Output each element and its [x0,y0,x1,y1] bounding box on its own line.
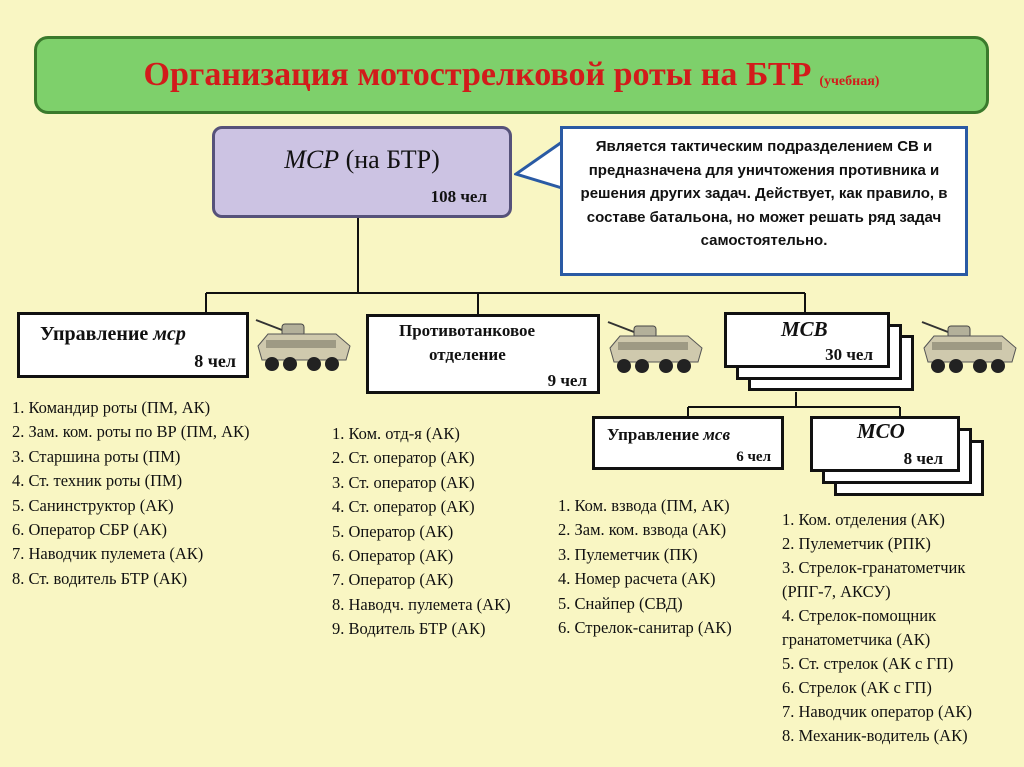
callout-description: Является тактическим подразделением СВ и… [560,126,968,276]
list-item: 6. Стрелок (АК с ГП) [782,678,932,697]
unit-mso-count: 8 чел [903,449,943,468]
list-item: 5. Санинструктор (АК) [12,495,174,515]
list-item: (РПГ-7, АКСУ) [782,582,891,601]
list-item: 8. Ст. водитель БТР (АК) [12,568,188,588]
msr-count: 108 чел [430,187,487,206]
unit-pto-label2: отделение [429,345,506,364]
btr-vehicle-image [255,319,351,371]
unit-msv-label: МСВ [781,317,828,341]
callout-pointer [514,140,564,191]
list-item: 6. Оператор СБР (АК) [12,520,168,540]
list-item: 7. Оператор (АК) [332,570,454,590]
list-pto: 1. Ком. отд-я (АК) 2. Ст. оператор (АК) … [332,422,511,642]
list-item: 4. Номер расчета (АК) [558,569,716,589]
unit-upr-msv-count: 6 чел [736,449,771,465]
unit-upr-msv: Управление мсв 6 чел [592,416,784,470]
list-item: 1. Ком. отд-я (АК) [332,424,460,443]
list-item: 3. Ст. оператор (АК) [332,472,475,492]
list-mso: 1. Ком. отделения (АК) 2. Пулеметчик (РП… [782,508,972,748]
list-item: 8. Механик-водитель (АК) [782,726,968,745]
btr-vehicle-image [921,321,1017,373]
unit-pto: Противотанковое отделение 9 чел [366,314,600,394]
list-item: 4. Ст. техник роты (ПМ) [12,471,183,491]
list-item: 9. Водитель БТР (АК) [332,619,486,639]
list-item: 1. Ком. отделения (АК) [782,510,945,529]
list-item: 5. Ст. стрелок (АК с ГП) [782,654,954,673]
unit-upr-msv-label: Управление мсв [607,425,731,444]
unit-upr-msr-label: Управление мср [40,323,186,345]
unit-upr-msr: Управление мср 8 чел [17,312,249,378]
unit-upr-msr-count: 8 чел [194,351,236,371]
list-item: 5. Снайпер (СВД) [558,593,683,613]
list-item: 2. Ст. оператор (АК) [332,448,475,468]
list-item: 2. Пулеметчик (РПК) [782,534,931,553]
title-banner: Организация мотострелковой роты на БТР(у… [34,36,989,114]
list-upr-msv: 1. Ком. взвода (ПМ, АК) 2. Зам. ком. взв… [558,494,732,640]
unit-mso: МСО 8 чел [810,416,960,472]
list-item: 3. Старшина роты (ПМ) [12,446,181,466]
list-item: 3. Стрелок-гранатометчик [782,558,966,577]
list-item: 3. Пулеметчик (ПК) [558,544,698,564]
unit-msv: МСВ 30 чел [724,312,890,368]
unit-msv-count: 30 чел [825,345,873,364]
list-item: гранатометчика (АК) [782,630,931,649]
list-item: 6. Оператор (АК) [332,546,454,566]
list-upr-msr: 1. Командир роты (ПМ, АК) 2. Зам. ком. р… [12,396,250,591]
list-item: 2. Зам. ком. роты по ВР (ПМ, АК) [12,422,250,442]
page-title: Организация мотострелковой роты на БТР(у… [143,56,880,93]
list-item: 5. Оператор (АК) [332,521,454,541]
unit-pto-count: 9 чел [547,371,587,390]
unit-mso-label: МСО [857,419,905,443]
list-item: 1. Ком. взвода (ПМ, АК) [558,496,730,515]
callout-text: Является тактическим подразделением СВ и… [580,138,948,249]
list-item: 8. Наводч. пулемета (АК) [332,594,511,614]
list-item: 4. Стрелок-помощник [782,606,937,625]
btr-vehicle-image [607,321,703,373]
list-item: 7. Наводчик пулемета (АК) [12,544,204,564]
list-item: 4. Ст. оператор (АК) [332,497,475,517]
list-item: 7. Наводчик оператор (АК) [782,702,972,721]
msr-name: МСР (на БТР) [284,145,440,174]
unit-pto-label1: Противотанковое [399,321,536,340]
list-item: 2. Зам. ком. взвода (АК) [558,520,727,540]
list-item: 1. Командир роты (ПМ, АК) [12,398,211,417]
list-item: 6. Стрелок-санитар (АК) [558,618,732,638]
msr-box: МСР (на БТР) 108 чел [212,126,512,218]
